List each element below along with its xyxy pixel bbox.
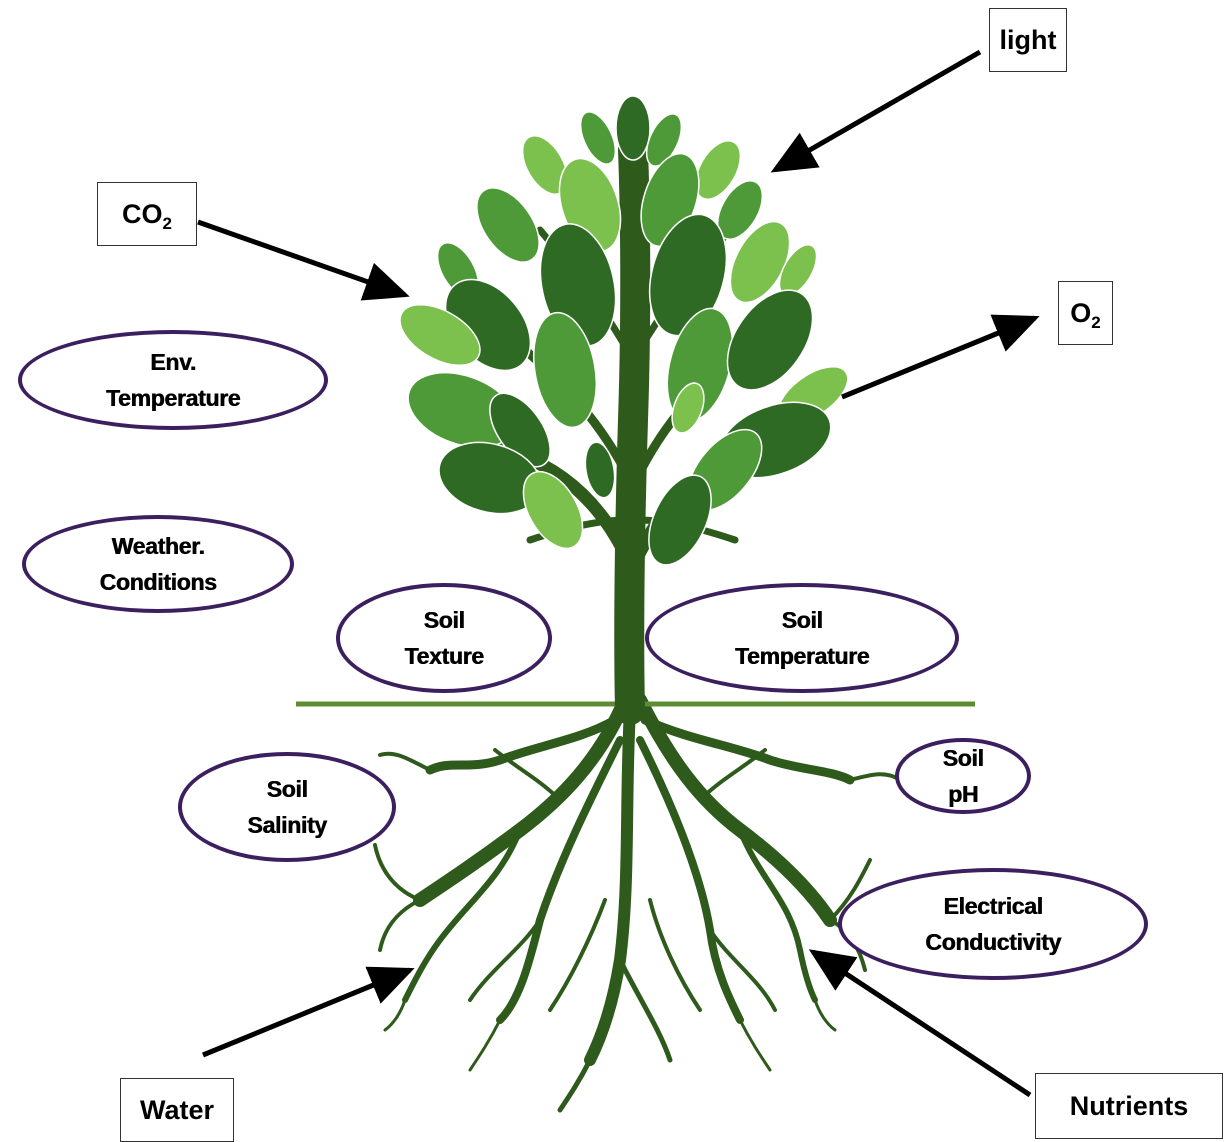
roots (375, 700, 900, 1110)
soil-salinity-ellipse: Soil Salinity (178, 752, 396, 862)
water-label: Water (140, 1095, 214, 1126)
co2-arrow (198, 222, 405, 295)
light-label: light (1000, 25, 1057, 56)
weather-conditions-ellipse: Weather. Conditions (22, 515, 294, 613)
soil-ph-ellipse: Soil pH (895, 738, 1031, 814)
co2-label: CO2 (122, 199, 172, 230)
o2-label: O2 (1070, 298, 1100, 329)
water-arrow (203, 970, 410, 1055)
nutrients-label: Nutrients (1070, 1091, 1189, 1122)
light-box: light (989, 8, 1067, 72)
co2-box: CO2 (97, 182, 197, 246)
nutrients-box: Nutrients (1035, 1073, 1223, 1139)
light-arrow (775, 52, 980, 170)
env-temperature-ellipse: Env. Temperature (18, 330, 328, 430)
water-box: Water (120, 1078, 234, 1142)
electrical-conductivity-ellipse: Electrical Conductivity (838, 868, 1148, 980)
soil-temperature-ellipse: Soil Temperature (645, 583, 959, 693)
soil-texture-ellipse: Soil Texture (336, 583, 552, 693)
o2-box: O2 (1058, 281, 1113, 345)
o2-arrow (842, 318, 1035, 397)
